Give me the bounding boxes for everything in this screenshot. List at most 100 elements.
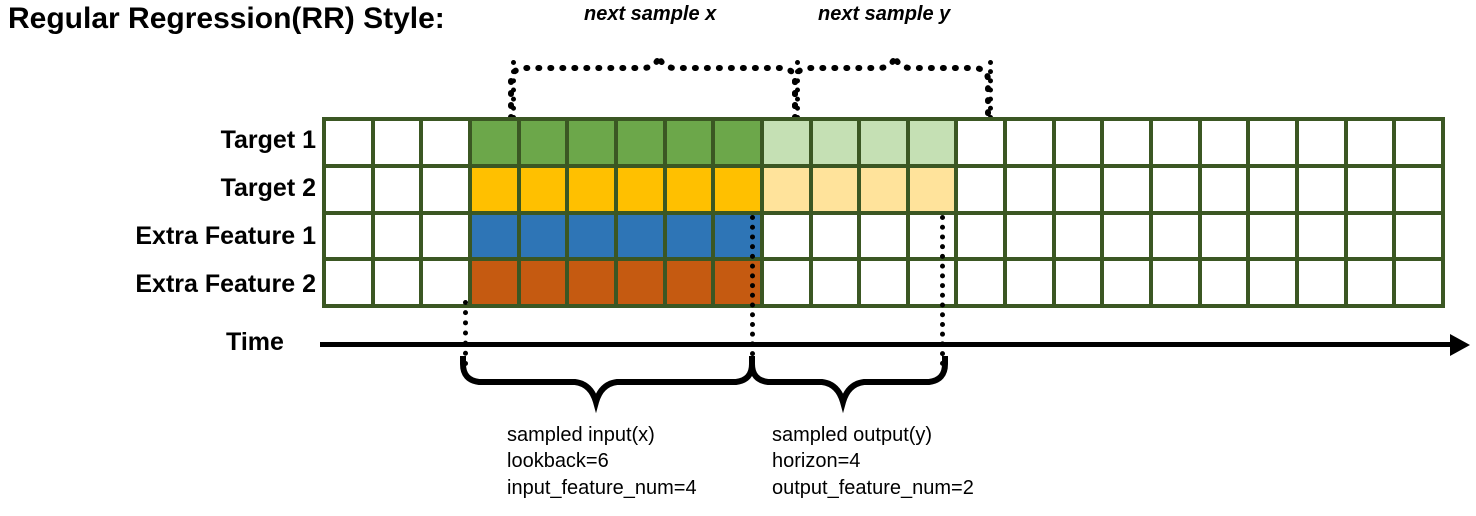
grid-cell <box>909 261 955 304</box>
annotation-next-sample-x: next sample x <box>584 3 717 25</box>
arrow-right-icon <box>1450 334 1470 356</box>
caption-sampled-output: sampled output(y) horizon=4 output_featu… <box>772 424 974 499</box>
grid-cell <box>1299 121 1344 164</box>
grid-cell <box>1347 121 1393 164</box>
grid-cell <box>520 121 566 164</box>
grid-cell <box>520 214 566 258</box>
grid-cell <box>1153 167 1198 211</box>
grid-cell <box>569 261 614 304</box>
grid-cell <box>1396 261 1441 304</box>
grid-cell <box>1104 167 1150 211</box>
caption-sampled-input: sampled input(x) lookback=6 input_featur… <box>507 424 697 499</box>
grid-cell <box>374 214 420 258</box>
grid-cell <box>1104 121 1150 164</box>
grid-cell <box>763 167 809 211</box>
grid-cell <box>1055 167 1101 211</box>
grid-cell <box>1201 121 1247 164</box>
grid-cell <box>1007 121 1052 164</box>
grid-cell <box>1201 261 1247 304</box>
grid-cell <box>1250 121 1296 164</box>
grid-cell <box>520 261 566 304</box>
grid-cell <box>715 121 760 164</box>
grid-cell <box>1055 261 1101 304</box>
grid-cell <box>471 261 517 304</box>
grid-cell <box>617 261 663 304</box>
grid-cell <box>471 167 517 211</box>
grid-cell <box>958 214 1004 258</box>
grid-cell <box>812 214 858 258</box>
grid-cell <box>423 261 468 304</box>
grid-cell <box>1250 167 1296 211</box>
time-axis-label: Time <box>226 328 284 356</box>
grid-cell <box>1250 214 1296 258</box>
grid-cell <box>909 121 955 164</box>
guide-line-input-start-top <box>511 60 516 120</box>
row-label-target-1: Target 1 <box>220 126 316 154</box>
grid-cell <box>958 121 1004 164</box>
top-brace-group <box>508 55 991 121</box>
grid-cell <box>569 167 614 211</box>
grid-cell <box>763 214 809 258</box>
grid-cell <box>520 167 566 211</box>
grid-cell <box>1007 167 1052 211</box>
grid-cell <box>1153 214 1198 258</box>
grid-cell <box>861 167 906 211</box>
grid-cell <box>861 261 906 304</box>
grid-cell <box>569 214 614 258</box>
grid-cell <box>1299 214 1344 258</box>
grid-cell <box>1007 214 1052 258</box>
grid-cell <box>1153 121 1198 164</box>
grid-cell <box>1055 214 1101 258</box>
grid-cell <box>1347 167 1393 211</box>
grid-cell <box>763 121 809 164</box>
grid-cell <box>617 167 663 211</box>
grid-cell <box>763 261 809 304</box>
grid-cell <box>1201 167 1247 211</box>
grid-cell <box>617 121 663 164</box>
grid-cell <box>1007 261 1052 304</box>
grid-cell <box>1396 167 1441 211</box>
grid-cell <box>812 261 858 304</box>
grid-cell <box>1201 214 1247 258</box>
row-label-target-2: Target 2 <box>220 174 316 202</box>
grid-cell <box>1104 214 1150 258</box>
guide-line-output-end <box>940 215 945 366</box>
grid-cell <box>666 214 712 258</box>
grid-cell <box>471 214 517 258</box>
guide-line-input-start <box>463 300 468 366</box>
grid-cell <box>958 167 1004 211</box>
grid-cell <box>812 167 858 211</box>
grid-cell <box>617 214 663 258</box>
grid-cell <box>909 167 955 211</box>
grid-cell <box>666 261 712 304</box>
grid-cell <box>958 261 1004 304</box>
bottom-brace-group <box>460 356 948 414</box>
annotation-next-sample-y: next sample y <box>818 3 951 25</box>
grid-cell <box>909 214 955 258</box>
grid-cell <box>1347 214 1393 258</box>
time-axis-line <box>320 342 1458 347</box>
grid-cell <box>423 167 468 211</box>
grid-cell <box>1299 167 1344 211</box>
guide-line-input-end <box>750 215 755 366</box>
grid-cell <box>1396 121 1441 164</box>
grid-cell <box>374 261 420 304</box>
grid-cell <box>374 167 420 211</box>
grid-cell <box>326 167 371 211</box>
grid-cell <box>861 214 906 258</box>
grid-cell <box>861 121 906 164</box>
grid-cell <box>1055 121 1101 164</box>
grid-cell <box>471 121 517 164</box>
grid-cell <box>715 167 760 211</box>
grid-cell <box>1153 261 1198 304</box>
grid-cell <box>1396 214 1441 258</box>
grid-cell <box>1104 261 1150 304</box>
row-label-extra-feature-1: Extra Feature 1 <box>135 222 316 250</box>
timeline-grid <box>322 117 1445 308</box>
grid-cell <box>666 167 712 211</box>
guide-line-input-end-top <box>795 60 800 120</box>
grid-cell <box>812 121 858 164</box>
row-label-extra-feature-2: Extra Feature 2 <box>135 270 316 298</box>
grid-cell <box>1299 261 1344 304</box>
